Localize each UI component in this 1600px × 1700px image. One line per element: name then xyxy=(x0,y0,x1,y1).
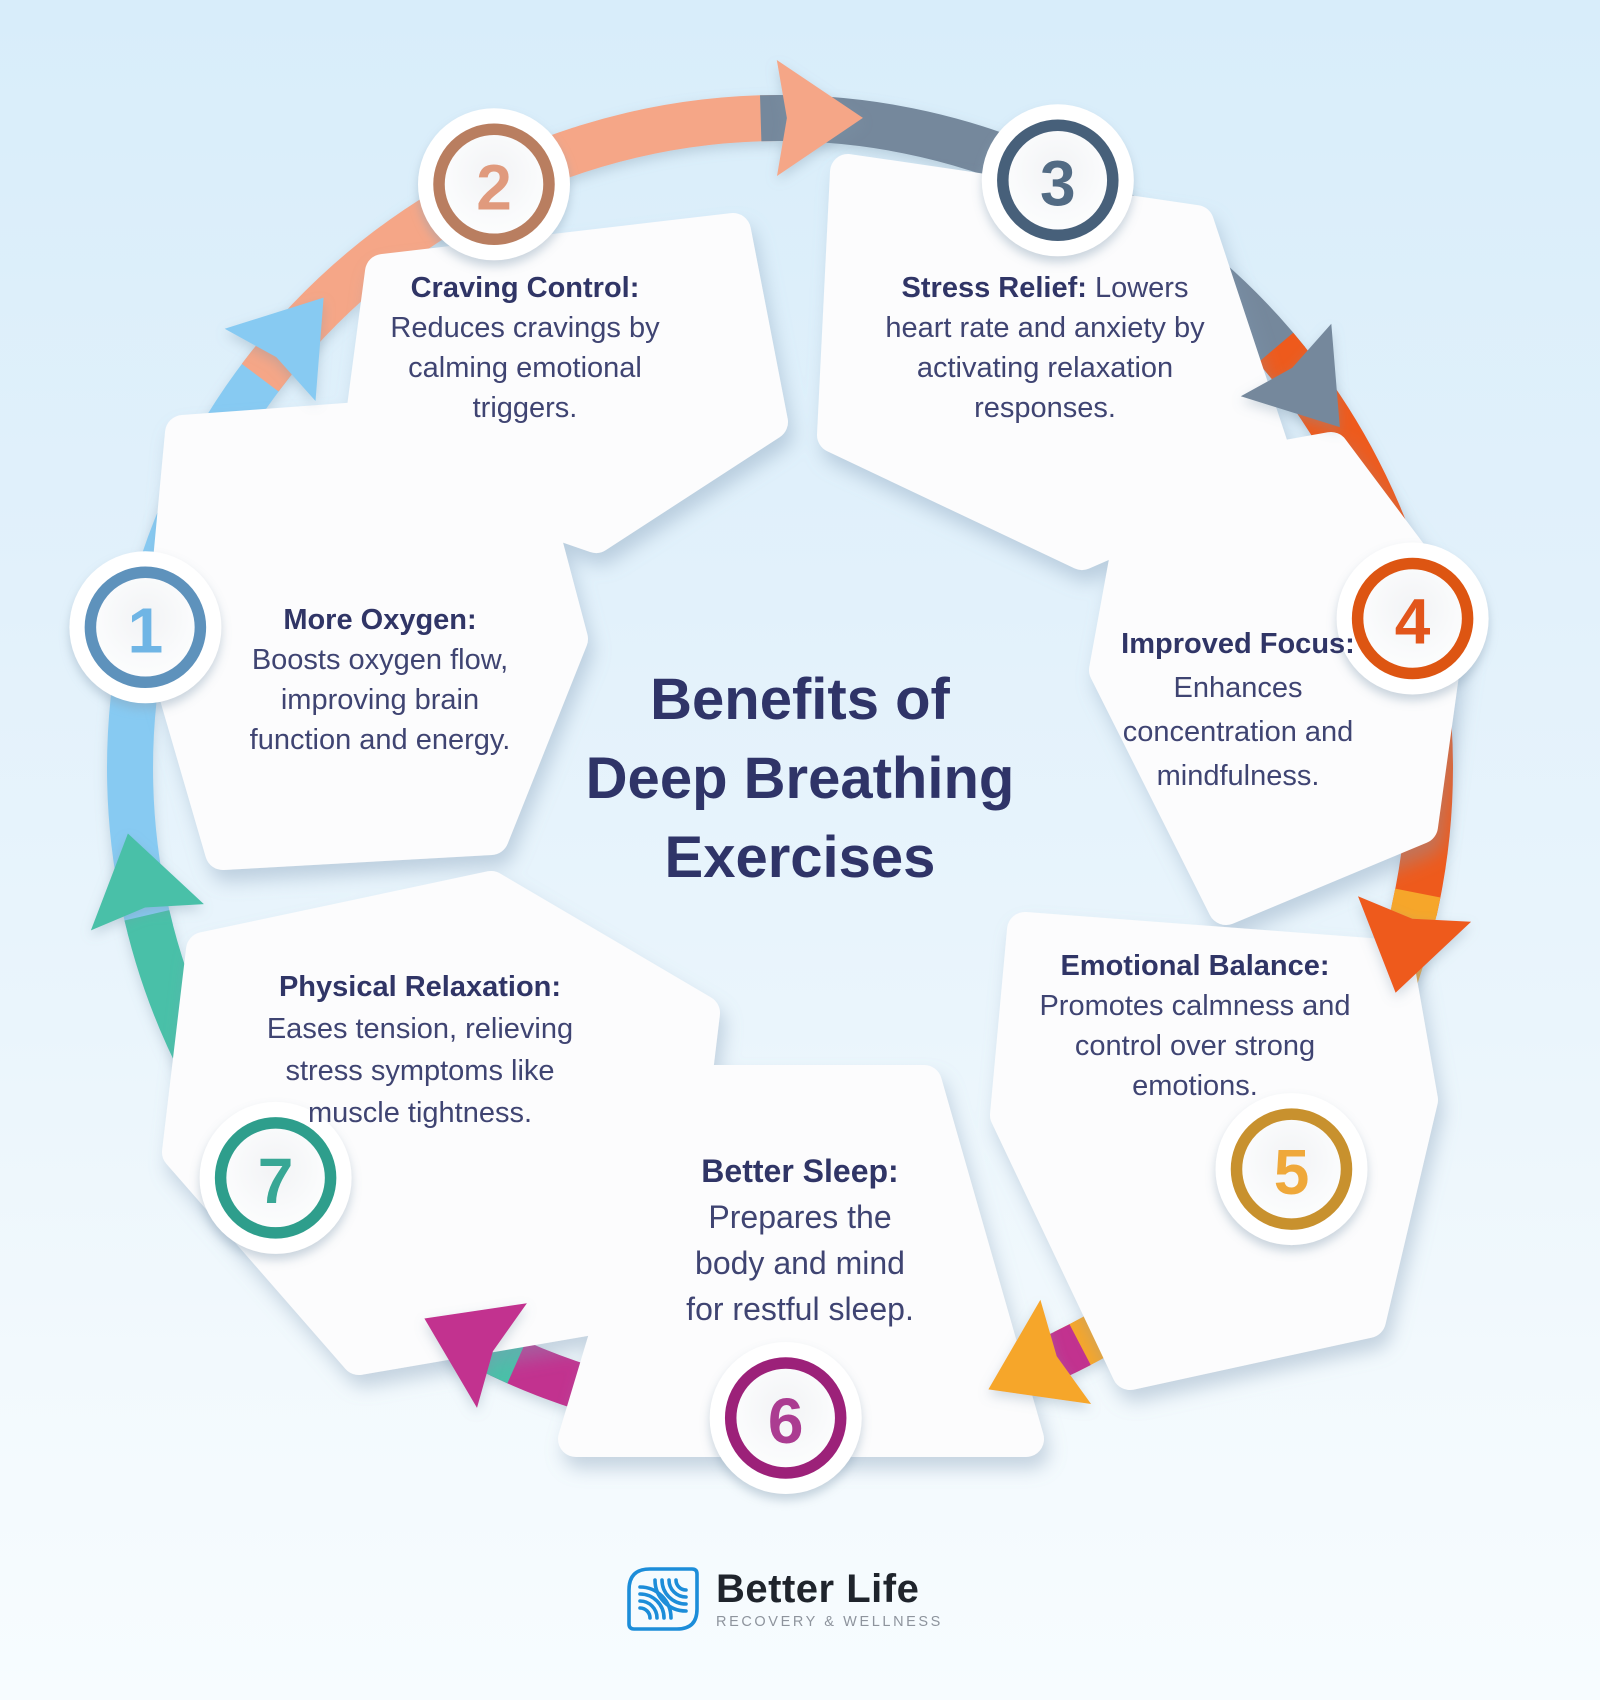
benefit-title-6: Better Sleep: xyxy=(701,1153,899,1189)
benefit-title-7: Physical Relaxation: xyxy=(278,971,562,1003)
benefit-text-1: More Oxygen: Boosts oxygen flow, improvi… xyxy=(215,600,545,760)
logo-name: Better Life xyxy=(716,1567,920,1611)
benefit-title-4: Improved Focus: xyxy=(1121,628,1355,660)
benefit-title-3: Stress Relief: xyxy=(901,272,1087,304)
badge-number-7: 7 xyxy=(258,1145,294,1217)
arrow-head-5 xyxy=(988,1299,1092,1404)
badge-number-2: 2 xyxy=(476,151,512,223)
benefit-text-3: Stress Relief: Lowers heart rate and anx… xyxy=(845,268,1245,428)
benefit-title-5: Emotional Balance: xyxy=(1060,950,1330,982)
benefit-title-1: More Oxygen: xyxy=(283,604,477,636)
benefit-desc-1: Boosts oxygen flow, improving brain func… xyxy=(249,644,511,756)
badge-4: 4 xyxy=(1336,542,1489,695)
benefit-card-2 xyxy=(341,213,788,553)
benefit-cards xyxy=(145,154,1468,1457)
badge-number-1: 1 xyxy=(128,594,164,666)
badges: 1 2 3 4 5 6 7 xyxy=(69,104,1489,1494)
badge-1: 1 xyxy=(69,551,222,704)
badge-3: 3 xyxy=(981,104,1134,257)
badge-7: 7 xyxy=(199,1101,352,1254)
arrow-heads xyxy=(90,60,1472,1408)
arrow-head-3 xyxy=(1240,323,1340,428)
logo-tagline: RECOVERY & WELLNESS xyxy=(716,1614,943,1630)
badge-number-3: 3 xyxy=(1040,147,1076,219)
benefit-desc-7: Eases tension, relieving stress symptoms… xyxy=(266,1013,574,1129)
benefit-text-5: Emotional Balance: Promotes calmness and… xyxy=(1005,946,1385,1106)
benefit-text-4: Improved Focus: Enhances concentration a… xyxy=(1078,622,1398,798)
logo-leaf-icon xyxy=(627,1567,699,1631)
badge-number-6: 6 xyxy=(768,1385,804,1457)
arrow-head-4 xyxy=(1358,896,1472,993)
logo: Better Life RECOVERY & WELLNESS xyxy=(626,1566,943,1632)
badge-number-5: 5 xyxy=(1274,1136,1310,1208)
benefit-text-6: Better Sleep: Prepares the body and mind… xyxy=(630,1148,970,1332)
badge-5: 5 xyxy=(1215,1093,1368,1246)
benefit-desc-5: Promotes calmness and control over stron… xyxy=(1039,990,1351,1102)
benefit-desc-3: Lowers heart rate and anxiety by activat… xyxy=(885,272,1205,424)
benefit-desc-6: Prepares the body and mind for restful s… xyxy=(686,1199,914,1327)
badge-number-4: 4 xyxy=(1395,586,1431,658)
badge-2: 2 xyxy=(418,108,570,261)
arrow-head-6 xyxy=(424,1303,527,1408)
benefit-text-2: Craving Control: Reduces cravings by cal… xyxy=(355,268,695,428)
benefit-desc-2: Reduces cravings by calming emotional tr… xyxy=(390,312,660,424)
badge-6: 6 xyxy=(709,1342,862,1494)
arrow-head-7 xyxy=(90,833,204,931)
benefit-text-7: Physical Relaxation: Eases tension, reli… xyxy=(230,966,610,1134)
benefit-desc-4: Enhances concentration and mindfulness. xyxy=(1122,672,1354,792)
arrow-head-1 xyxy=(224,297,324,401)
arrow-head-2 xyxy=(776,60,863,176)
page-title: Benefits of Deep Breathing Exercises xyxy=(585,667,1015,890)
benefit-title-2: Craving Control: xyxy=(410,272,640,304)
